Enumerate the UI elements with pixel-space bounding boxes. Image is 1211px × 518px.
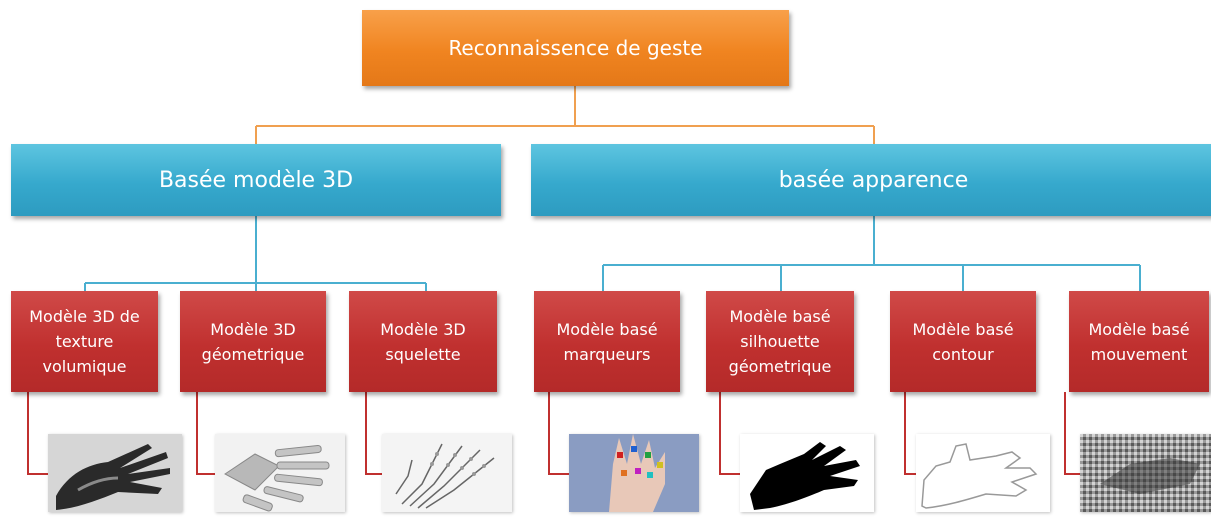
root-label: Reconnaissence de geste (448, 36, 703, 60)
leaf-3d-texture-volumic: Modèle 3D de texture volumique (11, 291, 158, 392)
leaf-3d-geometric: Modèle 3D géometrique (180, 291, 326, 392)
hand-motion-image (1080, 434, 1211, 512)
leaf-motion: Modèle basé mouvement (1069, 291, 1209, 392)
category-label: Basée modèle 3D (158, 167, 354, 193)
leaf-contour: Modèle basé contour (890, 291, 1036, 392)
leaf-label: Modèle 3D géometrique (201, 319, 305, 364)
hand-geometric-image (215, 434, 345, 512)
connector-leaf2-image (196, 392, 217, 475)
connector-leaf4-image (548, 392, 571, 475)
category-label: basée apparence (778, 167, 969, 193)
leaf-markers: Modèle basé marqueurs (534, 291, 680, 392)
connector-leaf5-image (719, 392, 742, 475)
connector-leaf3-image (365, 392, 384, 475)
root-node: Reconnaissence de geste (362, 10, 789, 86)
leaf-3d-skeleton: Modèle 3D squelette (349, 291, 497, 392)
leaf-label: Modèle 3D de texture volumique (29, 307, 140, 376)
hand-texture-image (48, 434, 182, 512)
leaf-label: Modèle basé silhouette géometrique (728, 307, 832, 376)
leaf-label: Modèle basé contour (912, 319, 1014, 364)
category-appearance: basée apparence (531, 144, 1211, 216)
connector-leaf1-image (27, 392, 50, 475)
leaf-label: Modèle 3D squelette (380, 319, 466, 364)
category-3d-model: Basée modèle 3D (11, 144, 501, 216)
leaf-silhouette-geometric: Modèle basé silhouette géometrique (706, 291, 854, 392)
leaf-label: Modèle basé mouvement (1088, 319, 1190, 364)
connector-leaf7-image (1064, 392, 1083, 475)
hand-silhouette-image (740, 434, 874, 512)
connector-leaf6-image (904, 392, 918, 475)
hand-markers-image (569, 434, 699, 512)
hand-skeleton-image (382, 434, 512, 512)
hand-contour-image (916, 434, 1050, 512)
leaf-label: Modèle basé marqueurs (556, 319, 658, 364)
